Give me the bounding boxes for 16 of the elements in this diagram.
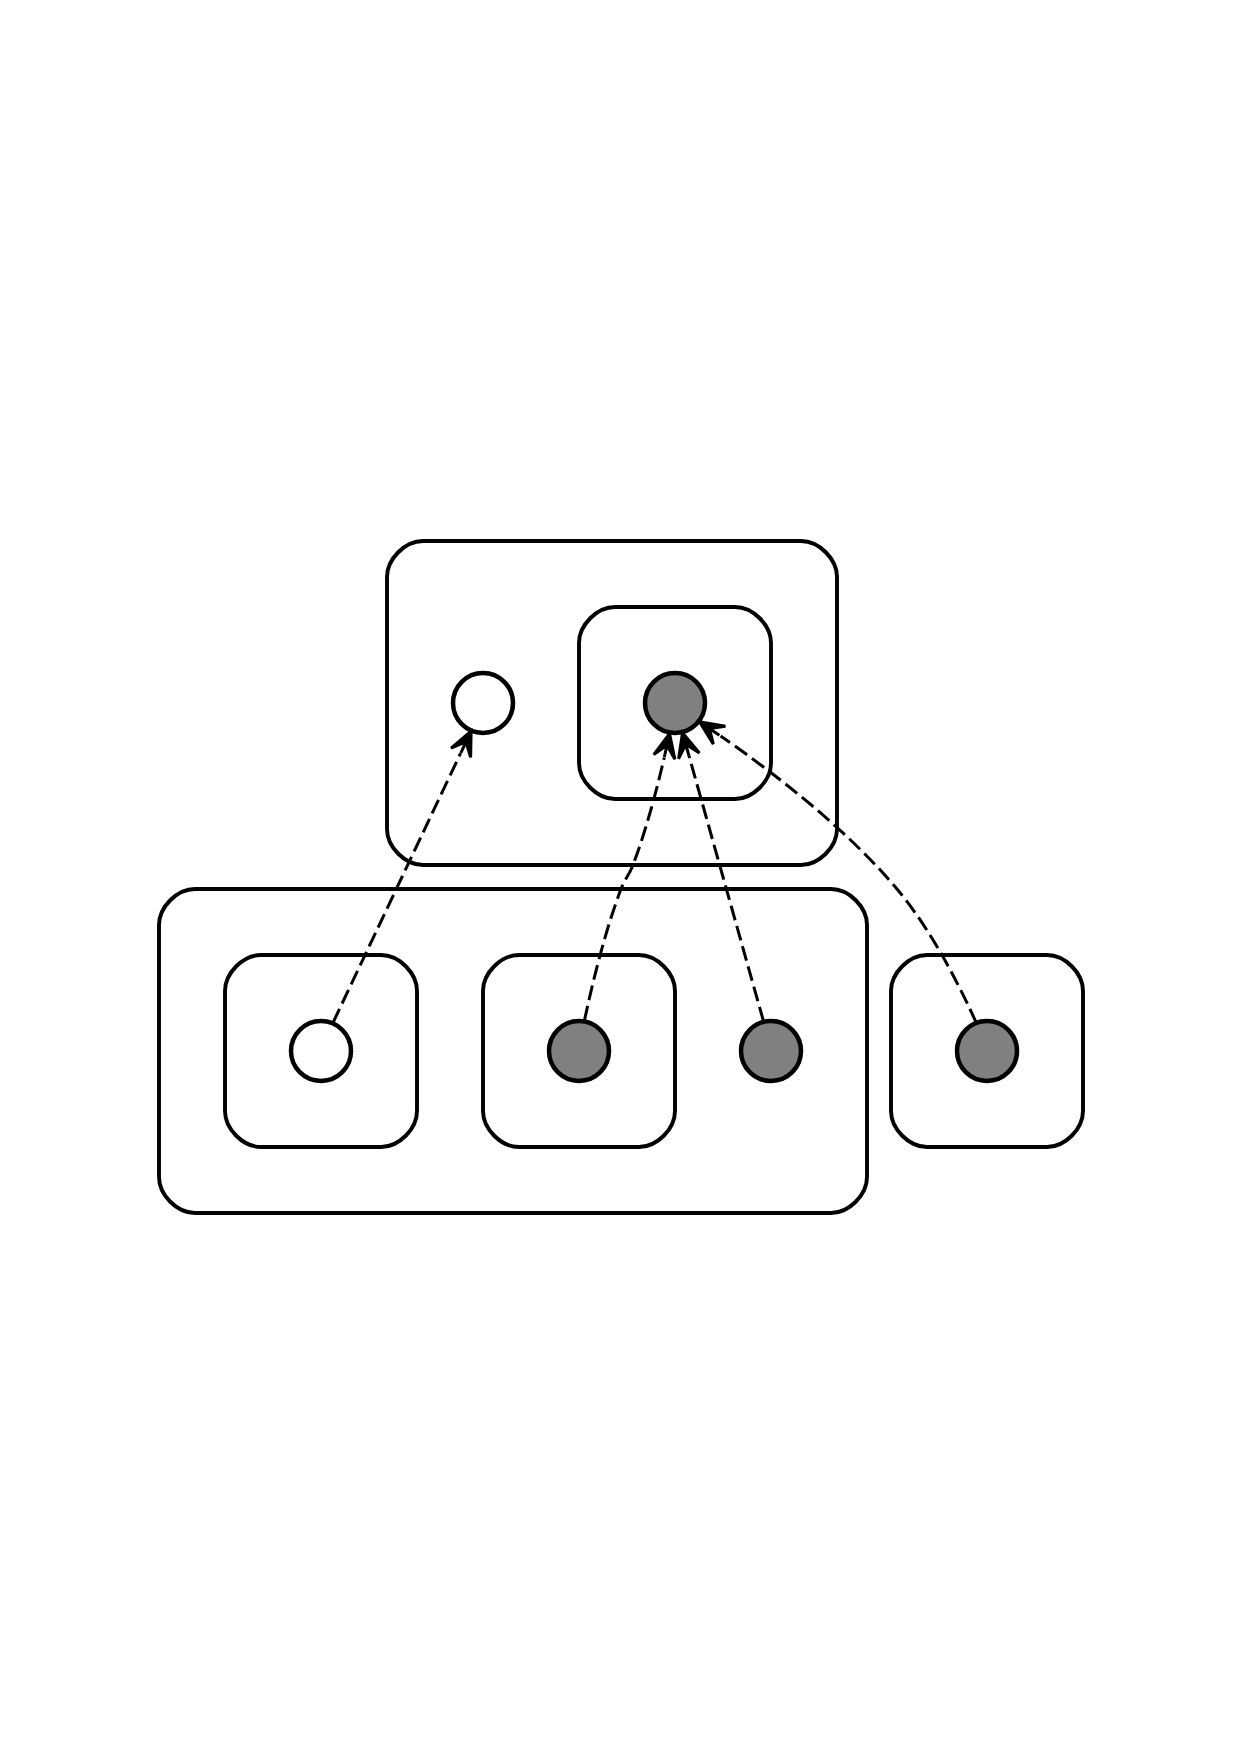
arrow <box>582 732 676 1021</box>
node-circle <box>642 670 707 736</box>
arrow <box>331 729 473 1023</box>
cluster <box>480 953 677 1149</box>
node-circle <box>954 1018 1019 1084</box>
cluster <box>384 539 839 867</box>
arrow <box>676 731 765 1022</box>
cluster <box>888 953 1085 1149</box>
node-circle <box>450 670 515 736</box>
cluster <box>576 605 773 801</box>
cluster <box>222 953 419 1149</box>
cluster <box>156 887 869 1215</box>
node-circle <box>738 1018 803 1084</box>
node-circle <box>288 1018 353 1084</box>
arrow <box>697 720 977 1024</box>
node-circle <box>546 1018 611 1084</box>
